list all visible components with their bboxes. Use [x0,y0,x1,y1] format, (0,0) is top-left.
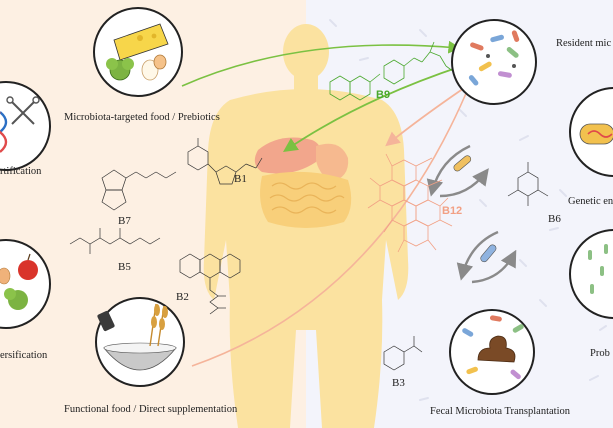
scissors-icon [11,101,35,125]
b2-molecule [179,253,241,315]
b9-to-gut-arrow [283,65,463,153]
diversification-label: ersification [0,350,48,361]
human-silhouette [203,24,409,428]
b12-to-gut-arrow [385,83,471,147]
b12-label: B12 [442,205,462,217]
resident-microbiota-label: Resident mic [556,38,611,49]
fortification-label: rtification [0,166,42,177]
b3-label: B3 [392,377,405,389]
b9-molecule [329,41,455,101]
b9-label: B9 [376,89,390,101]
apple-icon [18,260,38,280]
b12-molecule [367,153,453,253]
b6-label: B6 [548,213,561,225]
prebiotics-label: Microbiota-targeted food / Prebiotics [64,112,220,123]
b1-label: B1 [234,173,247,185]
exchange-arrows [426,144,517,284]
fmt-circle [449,309,535,395]
exchange-bacteria [453,155,497,263]
intestines [260,171,352,228]
genetic-engineering-label: Genetic en [568,196,613,207]
b7-label: B7 [118,215,131,227]
prebiotics-arrow [181,40,462,87]
salt-shaker-icon [97,310,115,332]
stomach [316,143,349,182]
stool-icon [477,335,516,363]
genetic-engineering-circle [569,87,613,177]
fmt-arrow [191,83,471,367]
fortification-circle [0,81,51,171]
b1-molecule [187,138,263,185]
diversification-circle [0,239,51,329]
resident-microbiota-circle [451,19,537,105]
functional-food-circle [95,297,185,387]
dna-icon [0,111,8,152]
organs [254,137,352,228]
b7-molecule [101,169,177,211]
b5-molecule [69,228,161,254]
prebiotics-circle [93,7,183,97]
fmt-label: Fecal Microbiota Transplantation [430,406,571,417]
probiotics-label: Prob [590,348,610,359]
cheese-icon [113,23,169,61]
b5-label: B5 [118,261,131,273]
b6-molecule [507,162,549,206]
b2-label: B2 [176,291,189,303]
engineered-bacterium-icon [579,123,613,145]
b3-molecule [383,336,423,371]
probiotics-circle [569,229,613,319]
functional-food-label: Functional food / Direct supplementation [64,404,238,415]
egg-icon [141,59,159,81]
liver [254,137,321,174]
